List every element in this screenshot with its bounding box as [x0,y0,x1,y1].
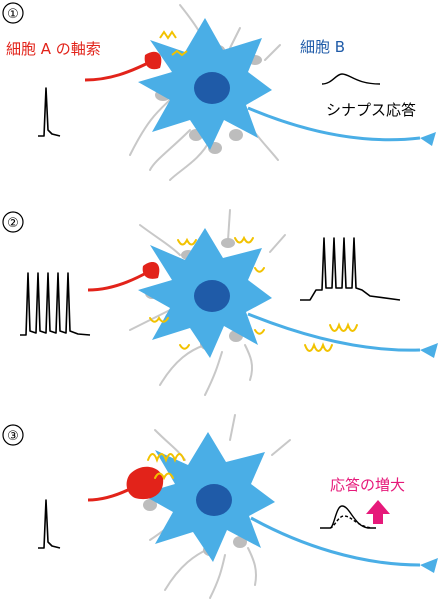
label-cell-b: 細胞 B [300,38,345,56]
axon-a-terminal [144,51,162,70]
yellow-activity [159,30,188,57]
axon-b [247,312,421,352]
spike-trace-1 [37,87,61,137]
axon-a [87,270,149,292]
nucleus [194,72,230,104]
svg-text:③: ③ [7,429,19,444]
panel-number-2: ② [2,211,24,233]
panel-number-3: ③ [2,424,24,446]
svg-text:②: ② [7,216,19,231]
axon-b [250,516,421,567]
axon-b-terminal [420,343,438,358]
spike-trace-3 [37,499,61,549]
nucleus [196,484,232,516]
response-trace-1 [321,73,381,85]
axon-a-terminal [142,262,160,279]
label-response-increase: 応答の増大 [330,476,405,494]
axon-b-terminal [420,132,436,146]
label-synaptic-response: シナプス応答 [326,101,416,119]
yellow-activity [147,453,185,481]
enhanced-response-trace [320,505,376,529]
panel-2: ② [2,209,438,396]
axon-a-terminal-enlarged [126,466,164,500]
nucleus [194,280,230,312]
axon-a [87,486,133,502]
label-axon-a: 細胞 A の軸索 [6,40,101,58]
panel-3: ③ 応答の増大 [2,414,438,599]
increase-arrow-icon [366,500,390,524]
burst-response-trace [300,237,401,301]
axon-a [84,60,151,82]
gray-dendrites [129,209,286,396]
panel-number-1: ① [2,2,24,24]
svg-text:①: ① [7,7,19,22]
panel-1: ① 細胞 A の軸索 細胞 B [2,2,436,181]
spike-train-trace [20,272,91,336]
axon-b [247,106,421,142]
yellow-activity [149,235,358,352]
axon-b-terminal [420,558,438,573]
